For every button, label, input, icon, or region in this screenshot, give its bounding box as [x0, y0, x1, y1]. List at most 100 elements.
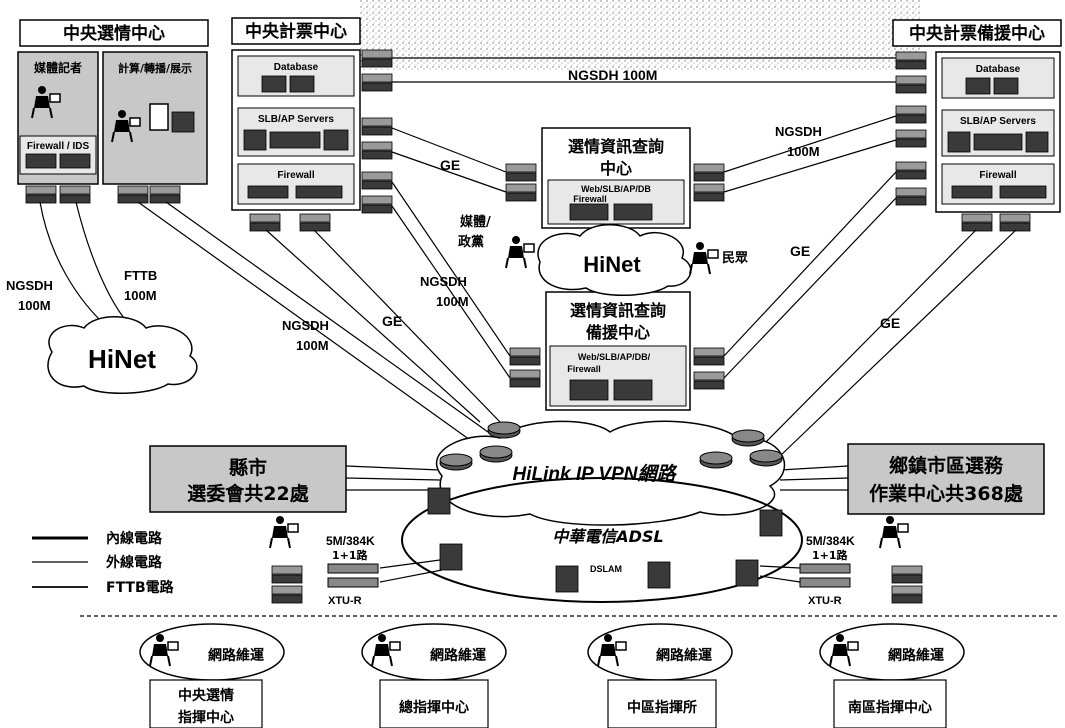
left-path-label: 1+1路	[332, 548, 369, 562]
firewall-device-icon	[25, 153, 57, 169]
ngsdh-center-label: NGSDH	[282, 318, 329, 333]
ids-device-icon	[59, 153, 91, 169]
dslam-label: DSLAM	[590, 564, 622, 574]
media-party-label: 媒體/	[460, 214, 491, 230]
header-counting-backup: 中央計票備援中心	[909, 23, 1045, 44]
router-icon	[439, 453, 473, 471]
county-operator-icon	[269, 515, 299, 549]
legend-inner: 內線電路	[106, 530, 163, 547]
ops-label-1: 網路維運	[208, 647, 265, 664]
switch-icon	[299, 213, 331, 232]
ops-center-4-name: 南區指揮中心	[848, 699, 932, 716]
ops-label-3: 網路維運	[656, 647, 713, 664]
switch-icon	[895, 187, 927, 206]
switch-icon	[961, 213, 993, 232]
backup-slb-ap-label: SLB/AP Servers	[960, 116, 1036, 127]
switch-icon	[249, 213, 281, 232]
right-path-label: 1+1路	[812, 548, 849, 562]
ops-label-4: 網路維運	[888, 647, 945, 664]
switch-icon	[25, 185, 57, 204]
dslam-device-icon	[555, 565, 579, 593]
xtu-modem-icon	[799, 563, 851, 574]
township-box	[847, 443, 1045, 515]
switch-icon	[361, 195, 393, 214]
server-icon	[269, 131, 321, 149]
ngsdh-top-label: NGSDH 100M	[568, 67, 657, 83]
switch-icon	[271, 585, 303, 604]
hinet-main-cloud	[537, 224, 692, 296]
switch-icon	[693, 371, 725, 390]
router-icon	[699, 451, 733, 469]
dslam-device-icon	[735, 559, 759, 587]
switch-icon	[693, 347, 725, 366]
switch-icon	[895, 105, 927, 124]
public-label: 民眾	[722, 251, 748, 266]
firewall-device-icon	[295, 185, 343, 199]
switch-icon	[117, 185, 149, 204]
ngsdh-left2-label: 100M	[18, 298, 51, 313]
legend-outer: 外線電路	[106, 554, 163, 571]
query-backup-title: 選情資訊查詢	[570, 301, 666, 320]
monitor-icon	[149, 103, 169, 131]
ops-center-3-name: 中區指揮所	[627, 699, 697, 716]
ops-center-2-name: 總指揮中心	[399, 699, 469, 716]
firewall-ids-label: Firewall / IDS	[27, 141, 90, 152]
router-icon	[749, 449, 783, 467]
switch-icon	[149, 185, 181, 204]
firewall-device-icon	[247, 185, 289, 199]
ops-center-1-name-2: 指揮中心	[178, 709, 234, 726]
dslam-device-icon	[427, 487, 451, 515]
switch-icon	[505, 183, 537, 202]
query-center-equip-2: Firewall	[573, 194, 607, 204]
header-counting-backup-box	[892, 19, 1062, 47]
media-reporter-label: 媒體記者	[34, 60, 82, 75]
media-party2-label: 政黨	[458, 234, 484, 250]
server-icon	[323, 129, 349, 151]
backup-database-label: Database	[976, 64, 1021, 75]
switch-icon	[891, 565, 923, 584]
header-center-election-info: 中央選情中心	[63, 23, 165, 44]
switch-icon	[693, 163, 725, 182]
database-server-icon	[261, 75, 287, 93]
right-xtu-label: XTU-R	[808, 595, 842, 607]
ngsdh-center2-label: 100M	[296, 338, 329, 353]
query-center-equip: Web/SLB/AP/DB	[581, 184, 651, 194]
header-central-counting: 中央計票中心	[245, 21, 347, 42]
dslam-device-icon	[647, 561, 671, 589]
server-icon	[1025, 131, 1049, 153]
right-speed-label: 5M/384K	[806, 534, 855, 548]
query-backup-equip-2: Firewall	[567, 364, 601, 374]
router-icon	[731, 429, 765, 447]
ngsdh-mid-label: NGSDH	[420, 274, 467, 289]
server-tower-icon	[171, 111, 195, 133]
fttb2-label: 100M	[124, 288, 157, 303]
public-person-icon	[689, 241, 719, 275]
server-icon	[947, 131, 971, 153]
left-speed-label: 5M/384K	[326, 534, 375, 548]
switch-icon	[509, 347, 541, 366]
legend: 內線電路 外線電路 FTTB電路	[32, 530, 175, 596]
counting-firewall-label: Firewall	[277, 170, 314, 181]
switch-icon	[361, 141, 393, 160]
server-rack-icon	[569, 203, 609, 221]
switch-icon	[693, 183, 725, 202]
backup-firewall-label: Firewall	[979, 170, 1016, 181]
firewall-device-icon	[951, 185, 993, 199]
server-icon	[243, 129, 267, 151]
xtu-modem-icon	[327, 563, 379, 574]
adsl-ring	[401, 477, 803, 603]
query-backup-title-2: 備援中心	[586, 323, 650, 342]
township-line1: 鄉鎮市區選務	[889, 454, 1004, 477]
hinet-main-label: HiNet	[583, 252, 641, 277]
switch-icon	[505, 163, 537, 182]
switch-icon	[361, 171, 393, 190]
county-line1: 縣市	[229, 456, 267, 479]
switch-icon	[361, 117, 393, 136]
ngsdh-a-label: NGSDH	[775, 124, 822, 139]
switch-icon	[509, 369, 541, 388]
ops-center-3: 網路維運 中區指揮所	[587, 623, 733, 728]
database-label: Database	[274, 62, 319, 73]
firewall-device-icon	[999, 185, 1047, 199]
router-icon	[487, 421, 521, 439]
switch-icon	[895, 129, 927, 148]
